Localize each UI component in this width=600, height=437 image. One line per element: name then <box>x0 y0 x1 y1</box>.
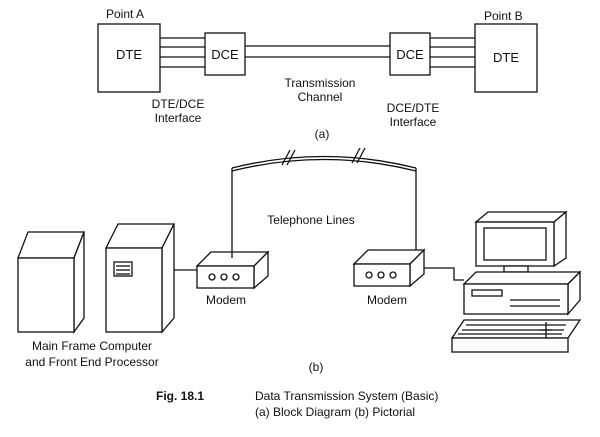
figure-title: Data Transmission System (Basic) <box>255 389 438 403</box>
figure-caption: Fig. 18.1 Data Transmission System (Basi… <box>156 389 438 419</box>
line-break-mark <box>281 149 291 166</box>
dte-left-box <box>97 23 161 93</box>
mainframe-cabinet <box>17 231 85 335</box>
channel-line1: Transmission <box>285 76 356 90</box>
dte-right-box <box>474 23 538 93</box>
figure-subtitle: (a) Block Diagram (b) Pictorial <box>255 405 415 419</box>
dce-left-label: DCE <box>211 47 239 62</box>
block-diagram: Point A Point B DTE DCE DCE DTE DTE/DCE … <box>97 7 538 141</box>
line-break-mark <box>286 149 296 166</box>
pictorial-diagram: Telephone Lines Mode <box>17 147 582 374</box>
modem-left-label: Modem <box>206 293 246 307</box>
modem-right-label: Modem <box>367 293 407 307</box>
telephone-lines-label: Telephone Lines <box>267 213 354 227</box>
modem-left <box>195 250 270 290</box>
front-end-processor <box>104 223 176 334</box>
interface-left-line1: DTE/DCE <box>152 97 205 111</box>
interface-left-line2: Interface <box>155 111 202 125</box>
interface-right-line2: Interface <box>390 115 437 129</box>
mainframe-line2: and Front End Processor <box>25 355 158 369</box>
dte-right-label: DTE <box>493 50 519 65</box>
cable-modem-pc <box>424 267 464 281</box>
point-a-label: Point A <box>106 7 144 21</box>
figure-number: Fig. 18.1 <box>156 389 204 403</box>
line-break-mark <box>351 147 361 164</box>
telephone-wire <box>231 155 417 169</box>
personal-computer <box>450 210 582 353</box>
mainframe-line1: Main Frame Computer <box>32 339 152 353</box>
dce-left-box <box>204 32 246 76</box>
dte-left-label: DTE <box>116 47 142 62</box>
dce-right-label: DCE <box>396 47 424 62</box>
line-break-mark <box>356 147 366 164</box>
telephone-wire <box>231 158 417 172</box>
interface-right-line1: DCE/DTE <box>387 101 440 115</box>
part-a-label: (a) <box>315 127 330 141</box>
modem-right <box>352 248 426 288</box>
channel-line2: Channel <box>298 90 343 104</box>
point-b-label: Point B <box>484 9 523 23</box>
part-b-label: (b) <box>309 360 324 374</box>
dce-right-box <box>389 32 431 76</box>
